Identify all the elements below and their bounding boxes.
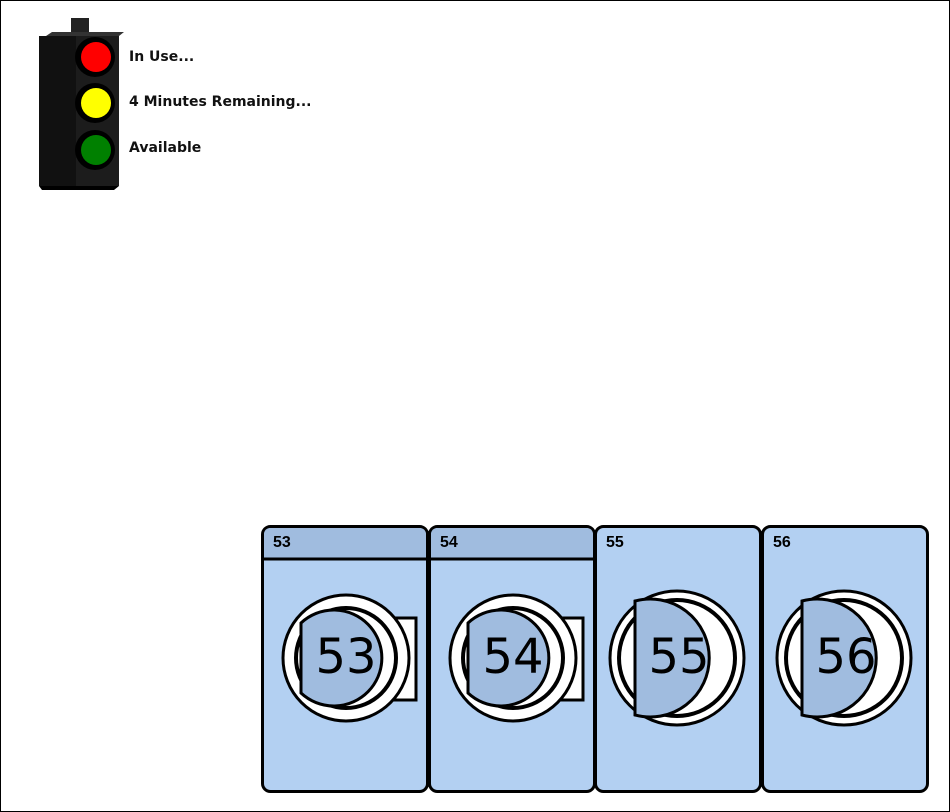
machine-number-label: 53	[273, 534, 291, 551]
washer-icon	[261, 525, 429, 793]
machine-door-label: 56	[815, 629, 877, 685]
legend-available-label: Available	[129, 140, 202, 156]
machine-54[interactable]: 54 54	[428, 525, 596, 793]
legend-remaining-label: 4 Minutes Remaining...	[129, 94, 312, 110]
machine-56[interactable]: 56 56	[761, 525, 929, 793]
machine-door-label: 53	[315, 629, 377, 685]
machine-55[interactable]: 55 55	[594, 525, 762, 793]
washer-icon	[428, 525, 596, 793]
legend-in-use-label: In Use...	[129, 49, 195, 65]
machine-door-label: 55	[648, 629, 710, 685]
machine-door-label: 54	[482, 629, 544, 685]
machine-53[interactable]: 53 53	[261, 525, 429, 793]
machine-number-label: 55	[606, 534, 624, 551]
washer-icon	[594, 525, 762, 793]
machine-number-label: 54	[440, 534, 458, 551]
traffic-light-icon	[39, 18, 124, 190]
washer-icon	[761, 525, 929, 793]
yellow-light-icon	[81, 88, 111, 118]
green-light-icon	[81, 135, 111, 165]
red-light-icon	[81, 42, 111, 72]
status-legend: In Use... 4 Minutes Remaining... Availab…	[36, 18, 356, 193]
machine-number-label: 56	[773, 534, 791, 551]
